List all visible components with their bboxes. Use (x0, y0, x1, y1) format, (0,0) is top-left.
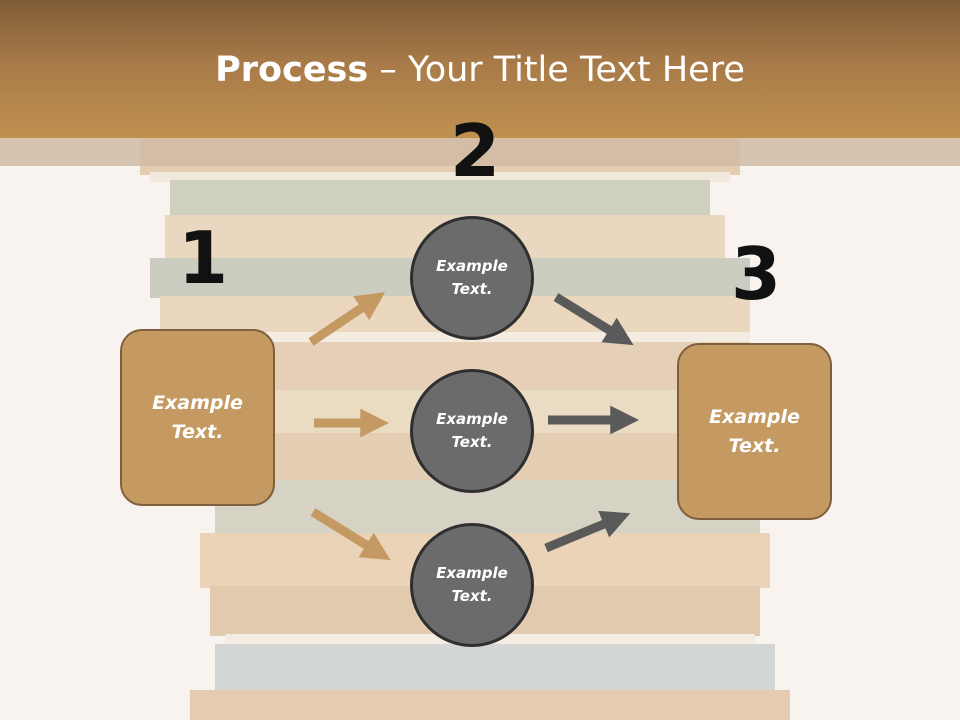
bottom-circle-line2: Text. (451, 587, 493, 605)
step-number-2: 2 (450, 109, 501, 193)
top-circle-line1: Example (436, 257, 508, 275)
step-number-1: 1 (178, 216, 229, 300)
title-rest-part: – Your Title Text Here (368, 50, 745, 90)
right-box-line1: Example (709, 405, 800, 428)
left-process-box: Example Text. (120, 329, 275, 506)
top-circle-line2: Text. (451, 280, 493, 298)
header-band (0, 138, 960, 166)
left-box-line2: Text. (171, 420, 224, 443)
title-bold-part: Process (215, 50, 369, 90)
middle-circle-line1: Example (436, 410, 508, 428)
middle-circle-line2: Text. (451, 433, 493, 451)
top-circle: Example Text. (410, 216, 534, 340)
step-number-3: 3 (731, 232, 782, 316)
right-process-box: Example Text. (677, 343, 832, 520)
middle-circle: Example Text. (410, 369, 534, 493)
bottom-circle: Example Text. (410, 523, 534, 647)
header-bar (0, 0, 960, 138)
bottom-circle-line1: Example (436, 564, 508, 582)
page-title: Process – Your Title Text Here (0, 50, 960, 90)
left-box-line1: Example (152, 391, 243, 414)
right-box-line2: Text. (728, 434, 781, 457)
